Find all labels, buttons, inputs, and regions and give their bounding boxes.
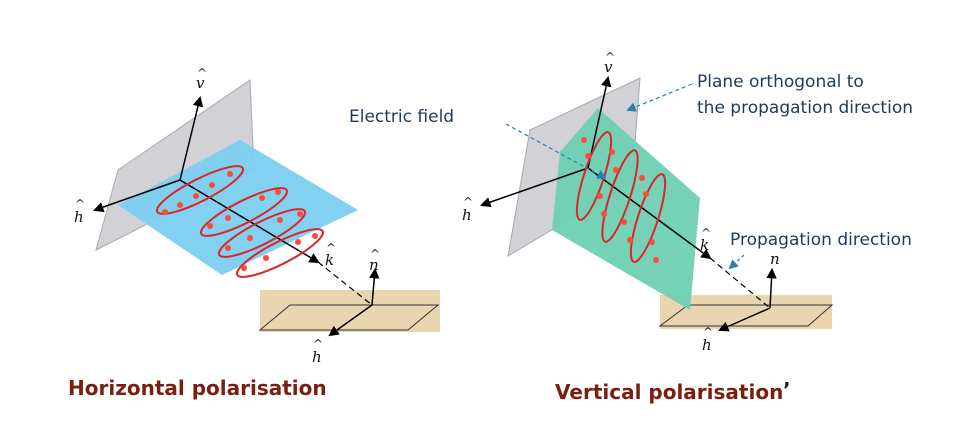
k-axis-left-dashed [317,261,373,306]
vertical-polarisation-caption: Vertical polarisation [555,380,784,404]
wave-lobe-4 [235,228,325,278]
v-wave-lobe-3 [629,173,667,263]
horizontal-wave [155,165,325,278]
vertical-wave [575,131,667,263]
h-hat-bottom-right: ^ [703,325,713,339]
v-axis-left [179,95,204,181]
h-label-bottom-left: h [312,348,322,366]
propagation-direction-label: Propagation direction [730,230,912,250]
k-label-right: k [700,236,709,254]
v-hat-right: ^ [605,50,615,64]
horizontal-polarisation-diagram: v ^ h ^ k ^ n ^ h ^ [74,66,440,366]
h-axis-left [93,179,181,213]
n-axis-right [766,267,777,309]
v-wave-lobe-1 [575,131,613,221]
wave-lobe-3 [217,208,307,258]
k-axis-right-dashed [709,257,771,309]
k-label-left: k [325,251,334,269]
v-label-left: v [196,74,205,92]
h-label-left: h [74,208,84,226]
k-hat-left: ^ [326,241,336,255]
wave-vectors-right [581,137,659,263]
n-label-left: n [369,256,379,274]
h-axis-bottom-left [328,304,373,337]
electric-field-pointer [505,123,607,179]
horizontal-plane [118,140,358,275]
h-label-bottom-right: h [702,336,712,354]
plane-pointer [626,83,693,112]
h-axis-right [480,167,589,208]
wave-lobe-1 [155,165,245,215]
wave-vectors-left [162,171,318,271]
ground-plane-right [658,304,834,327]
v-hat-left: ^ [197,66,207,80]
horizontal-polarisation-caption: Horizontal polarisation [68,376,327,400]
ground-band-left [260,290,440,332]
propagation-pointer [728,254,745,270]
h-axis-bottom-right [718,307,771,332]
plane-orthogonal-label-line2: the propagation direction [697,98,913,118]
v-label-right: v [604,58,613,76]
stray-mark: ’ [783,378,791,402]
h-label-right: h [462,206,472,224]
ground-plane-left [258,304,440,331]
electric-field-label: Electric field [349,107,455,127]
plane-orthogonal-label-line1: Plane orthogonal to [697,72,864,92]
n-axis-left [369,267,380,306]
k-hat-right: ^ [701,226,711,240]
wave-lobe-2 [199,187,289,237]
n-hat-left: ^ [370,247,380,261]
v-wave-lobe-2 [601,149,639,243]
vertical-polarisation-diagram: v ^ h ^ k ^ n h ^ [462,50,834,354]
k-axis-right [587,167,712,260]
n-label-right: n [770,250,780,268]
h-hat-right: ^ [463,195,473,209]
h-hat-left: ^ [75,197,85,211]
h-hat-bottom-left: ^ [313,337,323,351]
